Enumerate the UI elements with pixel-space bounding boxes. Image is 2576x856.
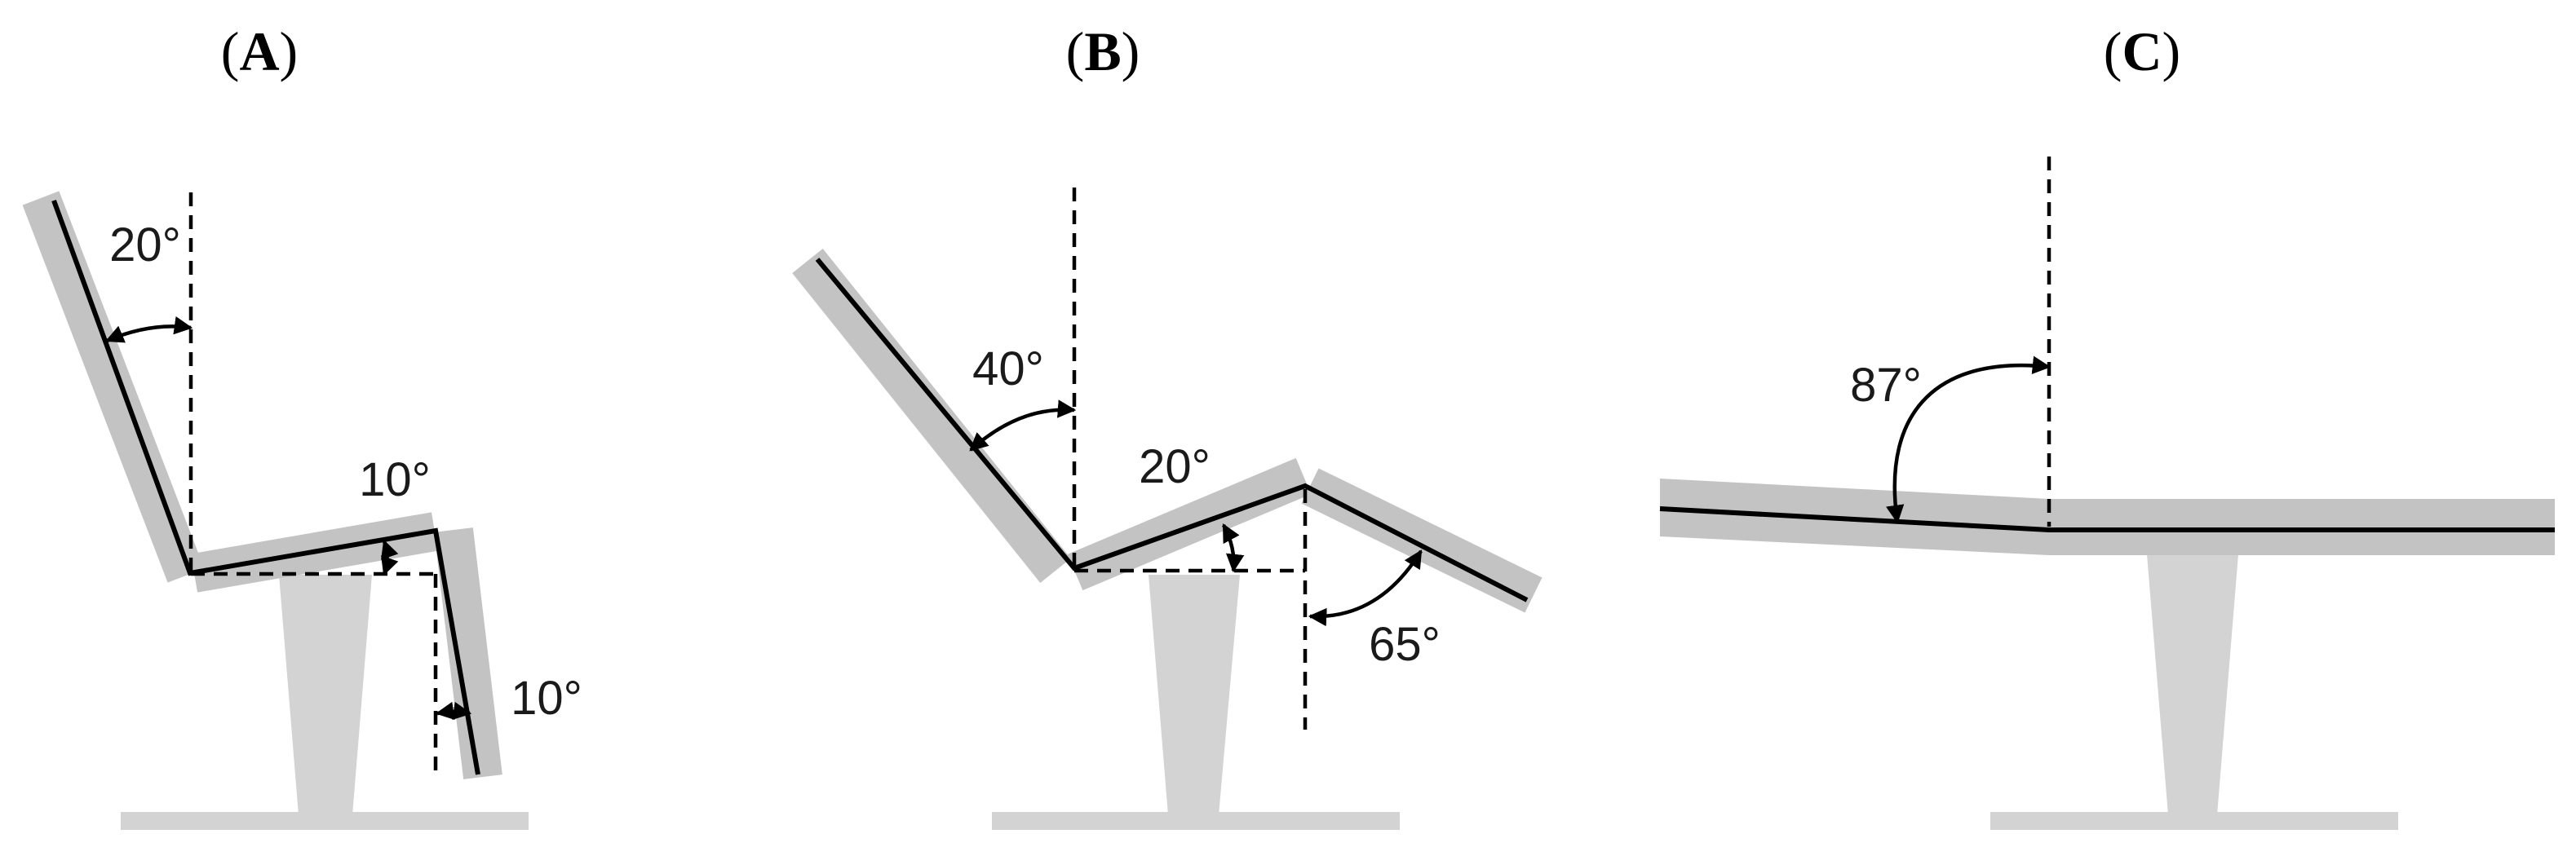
panel-b-backrest bbox=[792, 249, 1071, 583]
panel-c-seat-legrest bbox=[2049, 499, 2555, 555]
panel-c-label: (C) bbox=[2104, 20, 2180, 82]
panel-b-back-angle-arc bbox=[969, 399, 1077, 452]
panel-b-legrest bbox=[1301, 468, 1543, 613]
panel-a-back-angle-label: 20° bbox=[109, 218, 181, 271]
panel-c-floor-base bbox=[1990, 812, 2398, 830]
panel-a-leg-angle-label: 10° bbox=[511, 672, 582, 725]
panel-a-seat-angle-arc bbox=[381, 539, 399, 576]
panel-b-floor-base bbox=[992, 812, 1400, 830]
panel-b: (B) 40° 20° 65° bbox=[792, 20, 1543, 830]
panel-b-back-angle-label: 40° bbox=[972, 342, 1044, 395]
panel-c-frame-line bbox=[1659, 506, 2555, 532]
panel-b-seat-angle-arc bbox=[1222, 523, 1245, 573]
panel-a-back-angle-arc bbox=[104, 316, 193, 343]
panel-a-pedestal bbox=[279, 575, 372, 815]
panel-b-seat-angle-label: 20° bbox=[1139, 440, 1211, 493]
panel-c-pedestal bbox=[2147, 554, 2238, 815]
panel-b-pedestal bbox=[1149, 575, 1240, 815]
panel-b-frame-line bbox=[815, 258, 1529, 602]
panel-a-seat-angle-label: 10° bbox=[359, 453, 431, 506]
panel-a-legrest bbox=[434, 527, 502, 779]
panel-c: (C) 87° bbox=[1659, 20, 2555, 830]
panel-b-label: (B) bbox=[1066, 20, 1140, 82]
panel-c-back-angle-label: 87° bbox=[1850, 359, 1922, 412]
panel-a-frame-line bbox=[51, 199, 480, 775]
panel-a-floor-base bbox=[121, 812, 529, 830]
panel-a-label: (A) bbox=[221, 20, 298, 82]
panel-a: (A) 20° 10° 10° bbox=[22, 20, 582, 830]
panel-a-leg-angle-arc bbox=[435, 701, 472, 721]
panel-a-backrest bbox=[22, 191, 205, 583]
panel-b-leg-angle-arc bbox=[1308, 549, 1423, 627]
panel-b-leg-angle-label: 65° bbox=[1369, 618, 1441, 671]
panel-c-back-angle-arc bbox=[1886, 355, 2052, 524]
